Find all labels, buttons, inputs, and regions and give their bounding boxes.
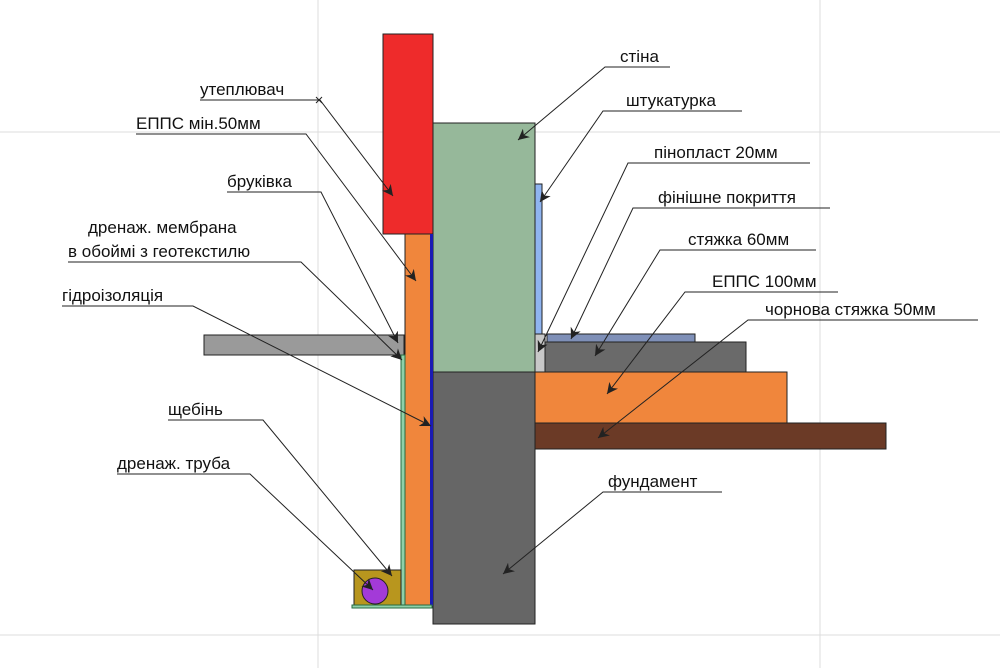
waterproofing-layer [430, 234, 433, 606]
leader-epps-min [136, 133, 417, 282]
plaster-strip [534, 183, 543, 335]
leader-paving [227, 191, 399, 344]
leader-drain-membrane [68, 261, 403, 361]
label-foam: пінопласт 20мм [654, 143, 778, 162]
foam-strip [534, 333, 546, 373]
screed-layer [541, 341, 747, 373]
label-insulation: утеплювач [200, 80, 284, 99]
leader-lines [62, 66, 978, 591]
leader-plaster [539, 110, 742, 203]
label-drain-membrane-line1: дренаж. мембрана [88, 218, 237, 237]
leader-foundation [502, 491, 722, 575]
label-epps-100: ЕППС 100мм [712, 272, 817, 291]
leader-insulation [200, 99, 394, 197]
leader-drain-pipe [117, 473, 374, 591]
label-drain-pipe: дренаж. труба [117, 454, 231, 473]
leader-screed [594, 249, 816, 357]
leader-waterproofing [62, 305, 432, 427]
label-plaster: штукатурка [626, 91, 717, 110]
labels: утеплювач ЕППС мін.50мм бруківка дренаж.… [62, 47, 936, 491]
drain-pipe-circle [361, 577, 389, 605]
label-paving: бруківка [227, 172, 293, 191]
label-screed: стяжка 60мм [688, 230, 789, 249]
cross-mark-stroke [315, 96, 323, 104]
leader-wall [517, 66, 670, 141]
epps-100-layer [534, 371, 788, 424]
label-epps-min: ЕППС мін.50мм [136, 114, 261, 133]
label-wall: стіна [620, 47, 659, 66]
insulation-block [382, 33, 434, 235]
leader-finish [570, 207, 830, 340]
foundation-block [432, 371, 536, 625]
leader-rough-screed [597, 319, 978, 439]
wall-block [432, 122, 536, 373]
label-finish: фінішне покриття [658, 188, 796, 207]
finish-layer [546, 333, 696, 343]
label-drain-membrane-line2: в обоймі з геотекстилю [68, 242, 250, 261]
label-foundation: фундамент [608, 472, 698, 491]
rough-screed-layer [534, 422, 887, 450]
label-rough-screed: чорнова стяжка 50мм [765, 300, 936, 319]
drain-membrane-layer [400, 354, 406, 607]
label-waterproofing: гідроізоляція [62, 286, 163, 305]
leader-gravel [168, 419, 393, 577]
paving-slab [203, 334, 405, 356]
membrane-bottom-wrap [351, 604, 433, 609]
layers [203, 33, 887, 625]
label-cross-mark [315, 96, 323, 104]
label-gravel: щебінь [168, 400, 223, 419]
leader-epps-100 [606, 291, 838, 395]
leader-foam [537, 162, 810, 353]
